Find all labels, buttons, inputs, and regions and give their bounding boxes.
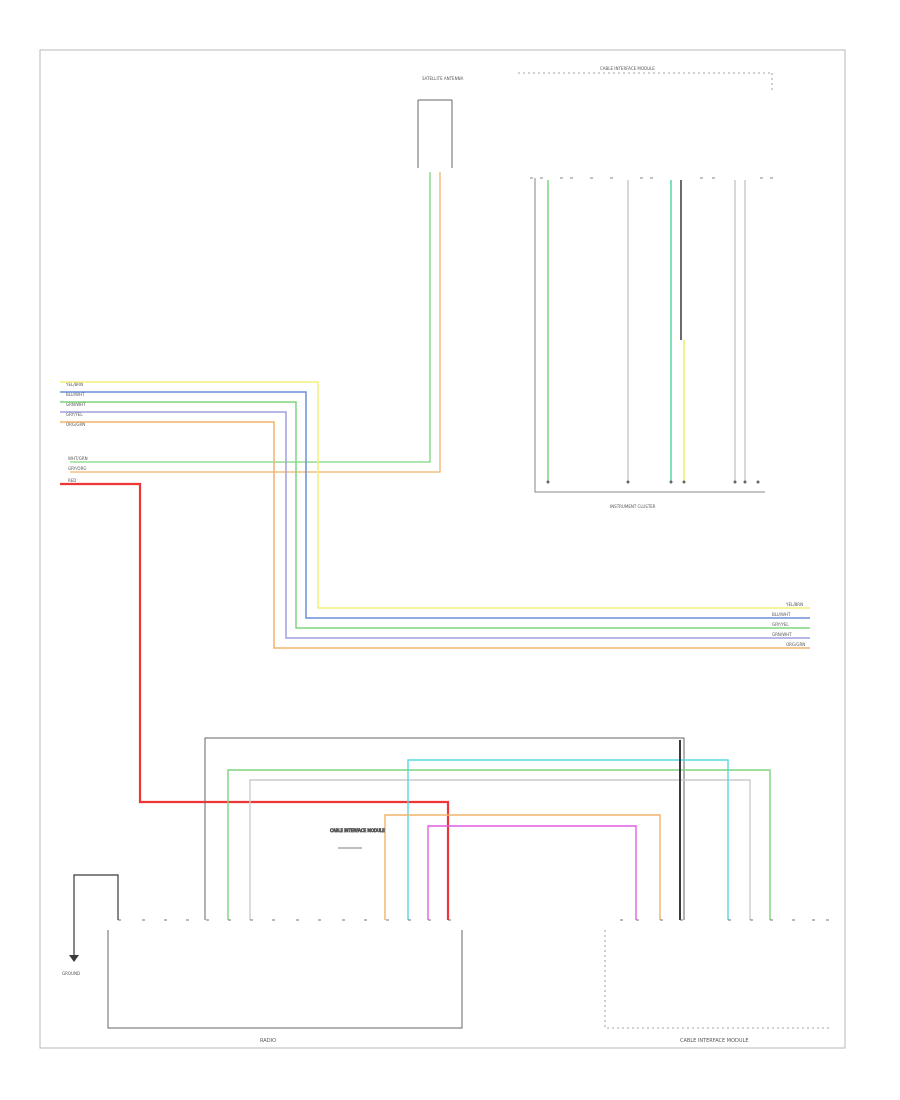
left-harness-label-2: BLU/WHT (66, 392, 85, 397)
power-wire-label: RED (68, 478, 76, 483)
satellite-wire-label-2: GRY/ORG (68, 466, 86, 471)
hub-region (204, 737, 685, 920)
right-harness-label-5: ORG/GRN (786, 642, 805, 647)
hub-wires (227, 740, 771, 920)
left-harness-labels: YEL/BRN BLU/WHT GRN/WHT GRY/YEL ORG/GRN (65, 382, 86, 427)
left-harness-label-4: GRY/YEL (66, 412, 83, 417)
left-harness-label-3: GRN/WHT (66, 402, 86, 407)
right-harness-label-3: GRY/YEL (772, 622, 789, 627)
instrument-cluster-top: CABLE INTERFACE MODULE INSTRUMENT CLUSTE… (518, 66, 773, 509)
satellite-wire-label-1: WHT/GRN (68, 456, 88, 461)
diagram-frame (39, 49, 846, 1049)
power-wire (60, 482, 450, 920)
left-harness-label-5: ORG/GRN (66, 422, 85, 427)
radio-module: RADIO (107, 930, 463, 1044)
radio-caption: RADIO (260, 1038, 276, 1044)
ground-symbol-icon: GROUND (62, 874, 119, 976)
ground-caption: GROUND (62, 971, 80, 976)
satellite-antenna: SATELLITE ANTENNA (417, 76, 464, 168)
hub-caption-top: CABLE INTERFACE MODULE (600, 66, 655, 71)
left-harness-label-1: YEL/BRN (65, 382, 83, 387)
hub-connector: CABLE INTERFACE MODULE (330, 828, 386, 849)
harness-bundle (60, 381, 810, 649)
satellite-antenna-caption: SATELLITE ANTENNA (422, 76, 464, 81)
cable-interface-module: CABLE INTERFACE MODULE (604, 930, 830, 1044)
satellite-wires (70, 172, 441, 473)
right-harness-label-2: BLU/WHT (772, 612, 791, 617)
right-harness-label-1: YEL/BRN (785, 602, 803, 607)
right-harness-labels: YEL/BRN BLU/WHT GRY/YEL GRN/WHT ORG/GRN (772, 602, 805, 647)
connector-label: CABLE INTERFACE MODULE (330, 828, 385, 833)
cluster-wires (547, 180, 746, 482)
right-harness-label-4: GRN/WHT (772, 632, 792, 637)
cluster-wire-terminals (546, 480, 760, 484)
cim-caption: CABLE INTERFACE MODULE (680, 1038, 748, 1044)
instrument-cluster-caption: INSTRUMENT CLUSTER (610, 504, 656, 509)
